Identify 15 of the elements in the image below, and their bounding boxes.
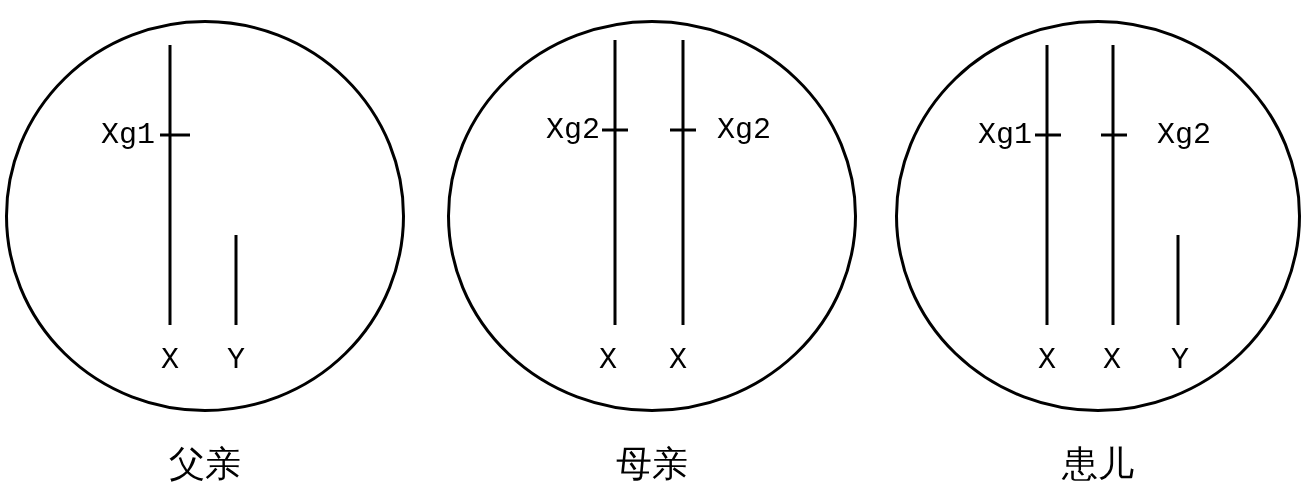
chromosome-label: X bbox=[1103, 343, 1121, 377]
circle-caption: 患儿 bbox=[1062, 443, 1134, 485]
gene-label: Xg1 bbox=[978, 118, 1032, 152]
chromosome-label: X bbox=[599, 343, 617, 377]
gene-label: Xg1 bbox=[101, 118, 155, 152]
circle-caption: 父亲 bbox=[169, 443, 241, 485]
circle-caption: 母亲 bbox=[616, 443, 688, 485]
chromosome-label: Y bbox=[1171, 343, 1189, 377]
gene-label: Xg2 bbox=[546, 113, 600, 147]
gene-label: Xg2 bbox=[717, 113, 771, 147]
gene-label: Xg2 bbox=[1157, 118, 1211, 152]
chromosome-label: Y bbox=[227, 343, 245, 377]
chromosome-label: X bbox=[1038, 343, 1056, 377]
chromosome-label: X bbox=[669, 343, 687, 377]
chromosome-label: X bbox=[161, 343, 179, 377]
